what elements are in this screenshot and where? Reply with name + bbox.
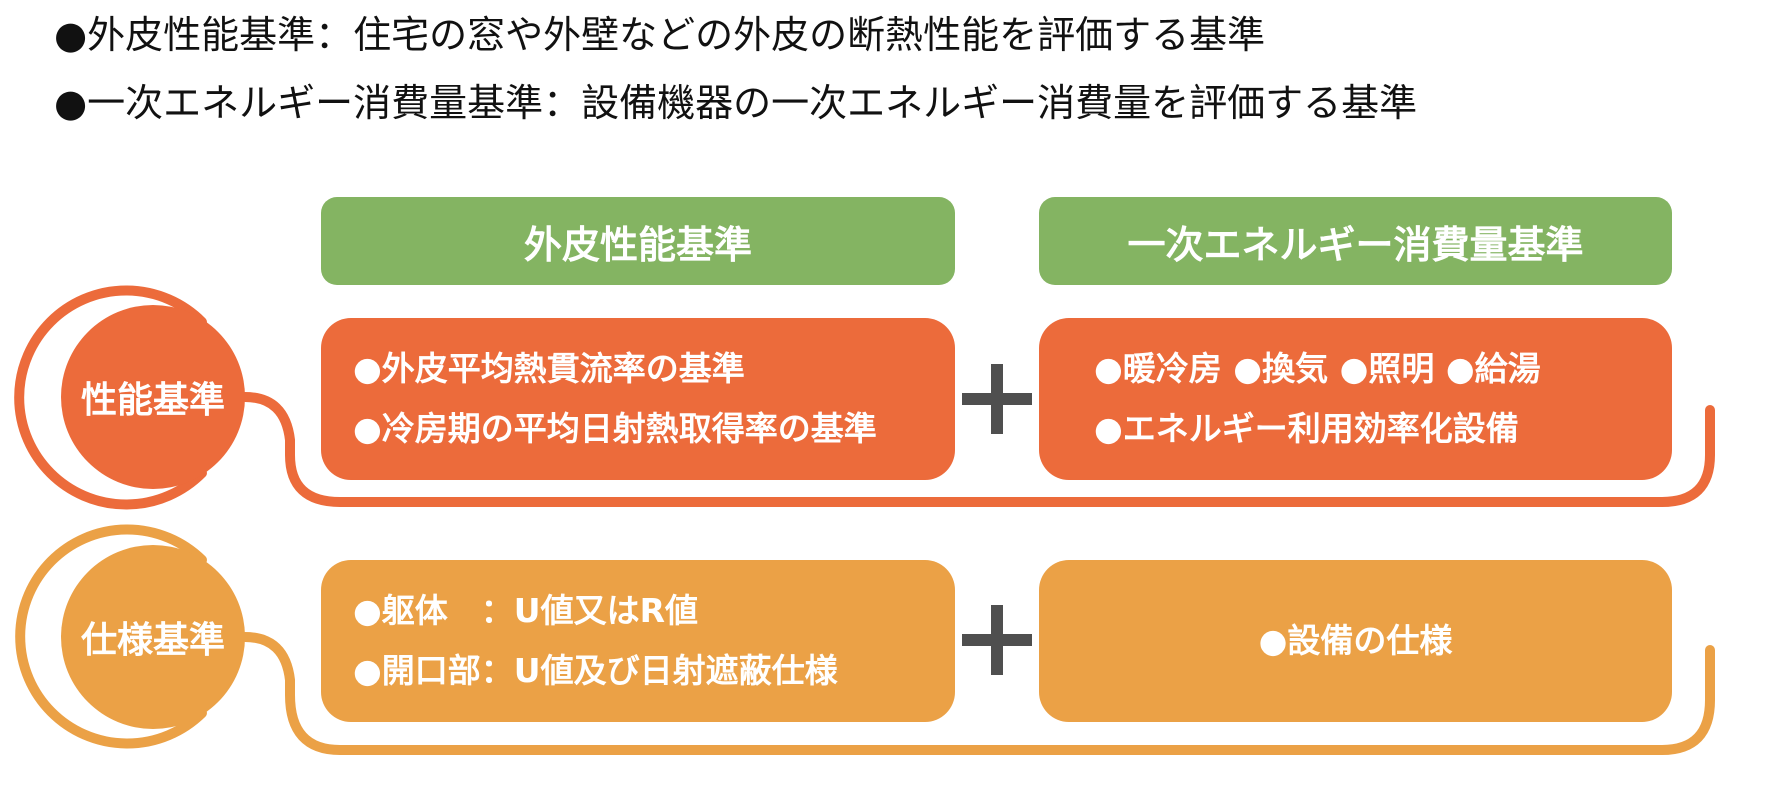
specification-ring-arc	[15, 524, 207, 749]
specification-energy-box: ●設備の仕様	[1039, 560, 1672, 722]
performance-standard-badge: 性能基準	[61, 305, 245, 489]
intro-line-outer-envelope: ●外皮性能基準：住宅の窓や外壁などの外皮の断熱性能を評価する基準	[54, 13, 1266, 57]
performance-energy-item: ●暖冷房 ●換気 ●照明 ●給湯	[1094, 349, 1541, 388]
plus-icon	[962, 605, 1032, 675]
specification-envelope-item: ●躯体 ：U値又はR値	[353, 591, 699, 630]
header-outer-envelope: 外皮性能基準	[321, 197, 955, 285]
specification-standard-badge: 仕様基準	[61, 545, 245, 729]
performance-bracket-line	[240, 392, 1715, 507]
performance-energy-item: ●エネルギー利用効率化設備	[1094, 409, 1519, 448]
specification-envelope-box: ●躯体 ：U値又はR値 ●開口部：U値及び日射遮蔽仕様	[321, 560, 955, 722]
performance-energy-box: ●暖冷房 ●換気 ●照明 ●給湯 ●エネルギー利用効率化設備	[1039, 318, 1672, 480]
performance-envelope-box: ●外皮平均熱貫流率の基準 ●冷房期の平均日射熱取得率の基準	[321, 318, 955, 480]
header-primary-energy: 一次エネルギー消費量基準	[1039, 197, 1672, 285]
specification-bracket-line	[240, 632, 1715, 755]
performance-ring-arc	[14, 285, 207, 510]
intro-line-primary-energy: ●一次エネルギー消費量基準：設備機器の一次エネルギー消費量を評価する基準	[54, 81, 1418, 125]
plus-icon	[962, 364, 1032, 434]
performance-envelope-item: ●外皮平均熱貫流率の基準	[353, 349, 745, 388]
performance-envelope-item: ●冷房期の平均日射熱取得率の基準	[353, 409, 877, 448]
specification-energy-item: ●設備の仕様	[1258, 621, 1453, 660]
specification-envelope-item: ●開口部：U値及び日射遮蔽仕様	[353, 651, 838, 690]
